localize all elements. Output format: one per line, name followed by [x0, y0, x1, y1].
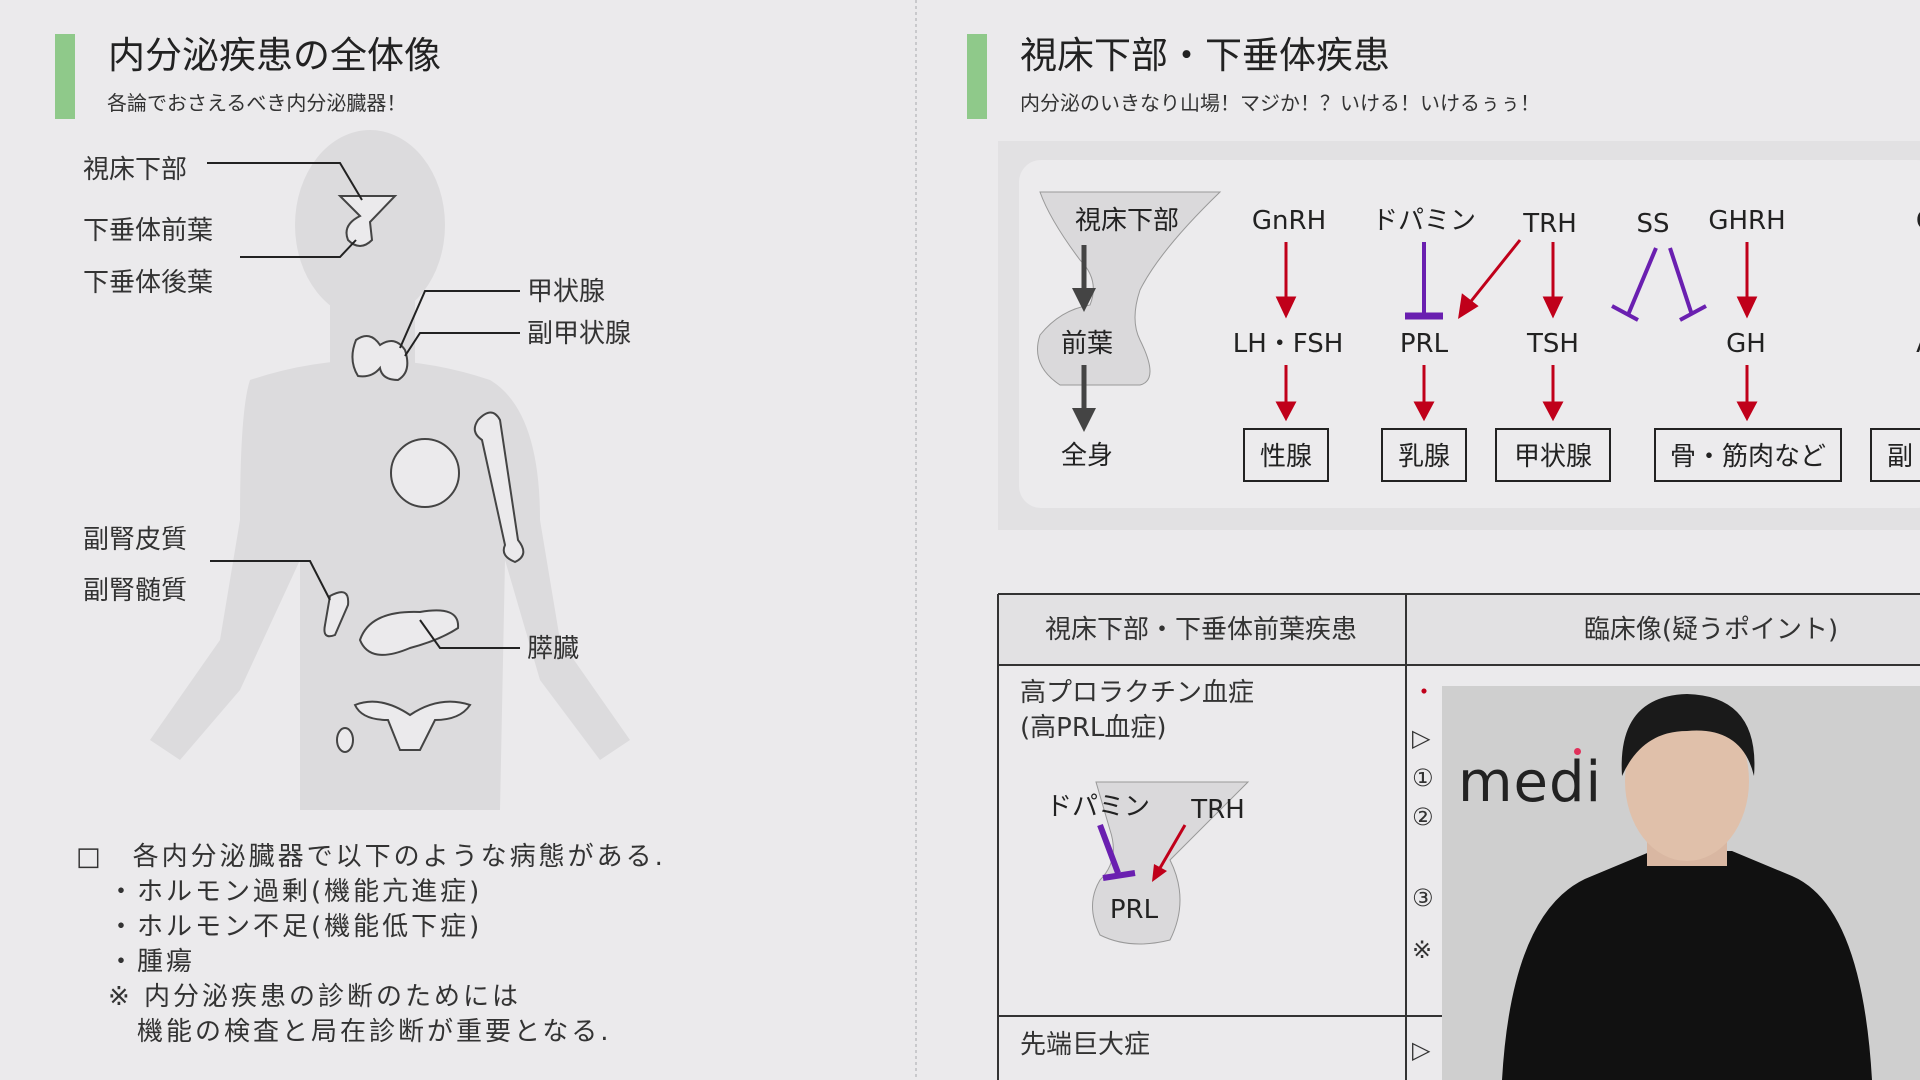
hormone-label: PRL: [1400, 329, 1449, 359]
point-marker: ※: [1412, 936, 1432, 964]
hormone-label: ドパミン: [1372, 206, 1476, 236]
hormone-label: LH・FSH: [1233, 329, 1344, 359]
note-line: □ 各内分泌臓器で以下のような病態がある.: [76, 842, 666, 872]
label-hypothalamus: 視床下部: [83, 155, 187, 185]
webcam-overlay: medi: [1442, 686, 1920, 1080]
hormone-label: A: [1916, 329, 1920, 359]
disease-name: (高PRL血症): [1020, 713, 1167, 743]
target-label: 骨・筋肉など: [1670, 442, 1826, 472]
label-adrenal-cortex: 副腎皮質: [83, 525, 187, 555]
target-label: 性腺: [1260, 442, 1312, 472]
disease-name: 先端巨大症: [1020, 1030, 1150, 1060]
point-marker: ▷: [1412, 1036, 1431, 1064]
stimulate-arrows: [1275, 239, 1758, 422]
label-posterior-pituitary: 下垂体後葉: [83, 268, 213, 298]
hormone-label: GnRH: [1252, 206, 1326, 236]
hormone-label: GHRH: [1708, 206, 1785, 236]
organ-leader-lines: [207, 162, 520, 649]
title-accent-bar: [55, 34, 75, 119]
point-marker: ▷: [1412, 724, 1431, 752]
hormone-label: TSH: [1526, 329, 1579, 359]
point-marker: ・: [1412, 678, 1436, 706]
label-thyroid: 甲状腺: [527, 277, 605, 307]
axis-label: 前葉: [1061, 329, 1113, 359]
axis-label: 視床下部: [1075, 206, 1179, 236]
note-line: 機能の検査と局在診断が重要となる.: [108, 1017, 612, 1047]
logo-dot: [1574, 748, 1581, 755]
right-subtitle: 内分泌のいきなり山場！マジか！？いける！いけるぅぅ！: [1020, 91, 1540, 115]
svg-text:ドパミン: ドパミン: [1046, 792, 1150, 822]
label-anterior-pituitary: 下垂体前葉: [83, 216, 213, 246]
note-line: ・ホルモン不足(機能低下症): [108, 912, 482, 942]
label-pancreas: 膵臓: [527, 634, 579, 664]
logo: medi: [1458, 750, 1603, 815]
label-parathyroid: 副甲状腺: [527, 319, 631, 349]
hormone-label: SS: [1636, 209, 1669, 239]
point-marker: ③: [1412, 884, 1434, 912]
disease-table: 視床下部・下垂体前葉疾患 臨床像(疑うポイント) 高プロラクチン血症 (高PRL…: [997, 593, 1920, 1080]
table-header: 臨床像(疑うポイント): [1584, 615, 1838, 645]
left-title: 内分泌疾患の全体像: [108, 34, 441, 77]
target-label: 乳腺: [1398, 442, 1450, 472]
inhibit-arrows: [1405, 242, 1707, 322]
notes: □ 各内分泌臓器で以下のような病態がある. ・ホルモン過剰(機能亢進症) ・ホル…: [76, 842, 666, 1047]
label-adrenal-medulla: 副腎髄質: [83, 576, 187, 606]
organ-drawings: [323, 195, 525, 753]
target-label: 甲状腺: [1514, 442, 1592, 472]
table-header: 視床下部・下垂体前葉疾患: [1045, 615, 1357, 645]
target-boxes: [1243, 428, 1920, 482]
left-subtitle: 各論でおさえるべき内分泌臓器！: [107, 91, 406, 115]
title-accent-bar: [967, 34, 987, 119]
point-marker: ②: [1412, 803, 1434, 831]
point-marker: ①: [1412, 764, 1434, 792]
presenter-video: [1502, 694, 1872, 1080]
disease-name: 高プロラクチン血症: [1020, 678, 1254, 708]
note-line: ・ホルモン過剰(機能亢進症): [108, 877, 482, 907]
axis-label: 全身: [1061, 441, 1113, 471]
right-title: 視床下部・下垂体疾患: [1020, 34, 1390, 77]
hormone-label: GH: [1726, 329, 1766, 359]
target-label: 副: [1887, 442, 1913, 472]
svg-text:TRH: TRH: [1190, 795, 1245, 825]
svg-text:PRL: PRL: [1110, 895, 1159, 925]
note-line: ・腫瘍: [108, 947, 195, 977]
prl-mini-diagram: ドパミン TRH PRL: [1046, 781, 1250, 945]
hormone-label: TRH: [1522, 209, 1577, 239]
note-line: ※ 内分泌疾患の診断のためには: [108, 982, 521, 1012]
hormone-diagram: 視床下部 前葉 全身 GnRH ドパミン TRH SS GHRH C LH・FS…: [998, 141, 1920, 530]
hormone-label: C: [1916, 206, 1920, 236]
